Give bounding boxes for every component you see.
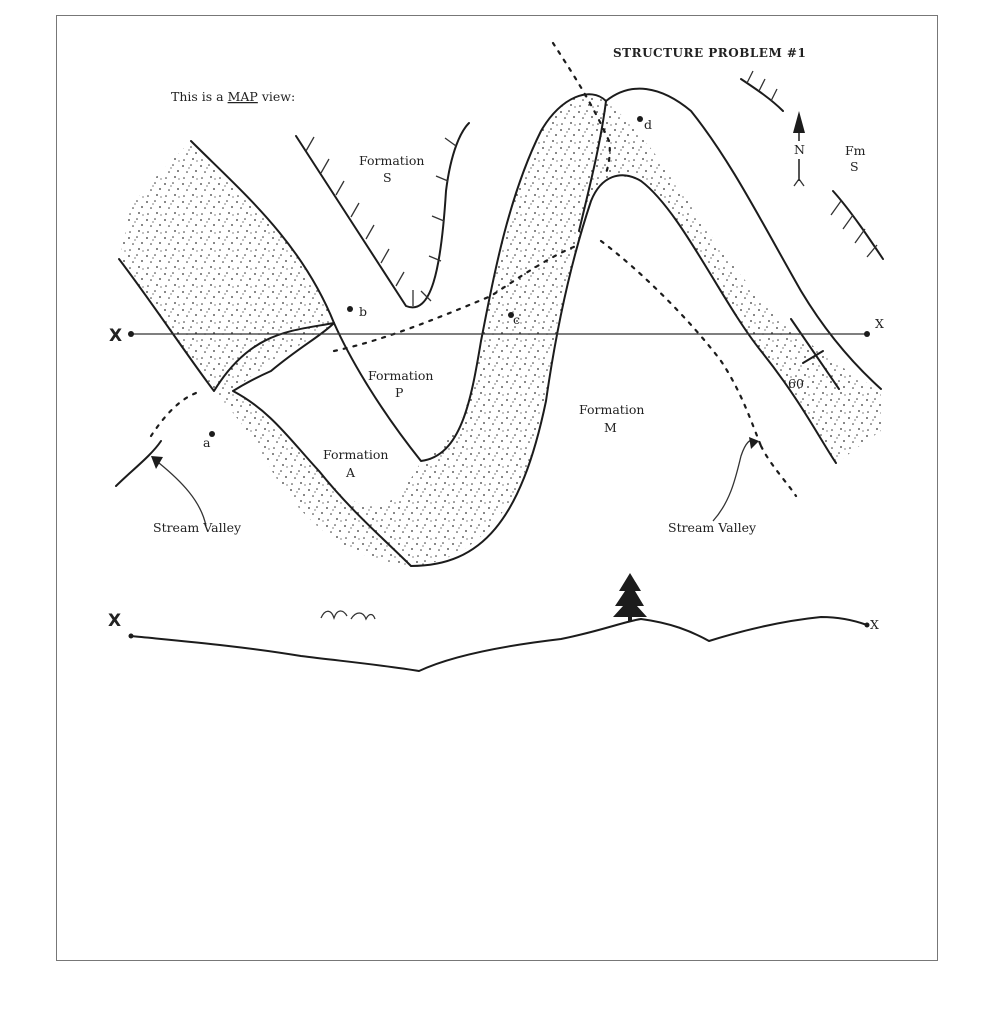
- birds-icon: [320, 610, 376, 621]
- point-b-label: b: [359, 304, 367, 319]
- formation-s-label: Formation: [359, 153, 424, 168]
- point-markers: [209, 116, 643, 437]
- formation-a-letter: A: [345, 465, 356, 480]
- north-arrow-icon: [793, 111, 805, 187]
- section-start-label: X: [109, 326, 122, 346]
- profile-end-label: X: [870, 617, 879, 632]
- geologic-map: STRUCTURE PROBLEM #1 This is a MAP view:…: [108, 41, 884, 672]
- fm-s-letter: S: [850, 159, 859, 174]
- fm-s-boundary: [740, 70, 884, 260]
- formation-s-letter: S: [383, 170, 392, 185]
- stream-valley-left-label: Stream Valley: [153, 520, 242, 535]
- stream-arrow-icon: [151, 437, 759, 527]
- point-c-label: c: [513, 312, 520, 327]
- contact-lines: [118, 87, 882, 567]
- formation-m-label: Formation: [579, 402, 644, 417]
- section-end-label: X: [875, 316, 884, 331]
- streams: [115, 41, 798, 498]
- problem-title: STRUCTURE PROBLEM #1: [613, 46, 806, 60]
- north-label: N: [794, 142, 805, 157]
- stream-valley-right-label: Stream Valley: [668, 520, 757, 535]
- map-view-caption: This is a MAP view:: [171, 89, 295, 104]
- dip-value: 60: [788, 376, 804, 391]
- formation-a-band: [119, 94, 881, 566]
- point-d-label: d: [644, 117, 652, 132]
- topographic-profile: [128, 616, 870, 672]
- formation-a-label: Formation: [323, 447, 388, 462]
- dip-symbol: [790, 318, 840, 390]
- formation-m-letter: M: [604, 420, 617, 435]
- formation-s-boundary: [295, 122, 470, 309]
- formation-p-letter: P: [395, 385, 403, 400]
- point-a-label: a: [203, 435, 211, 450]
- formation-p-label: Formation: [368, 368, 433, 383]
- map-sheet: STRUCTURE PROBLEM #1 This is a MAP view:…: [56, 15, 938, 961]
- fm-s-label: Fm: [845, 143, 866, 158]
- profile-start-label: X: [108, 611, 121, 631]
- tree-icon: [613, 573, 647, 621]
- section-line: [128, 331, 870, 337]
